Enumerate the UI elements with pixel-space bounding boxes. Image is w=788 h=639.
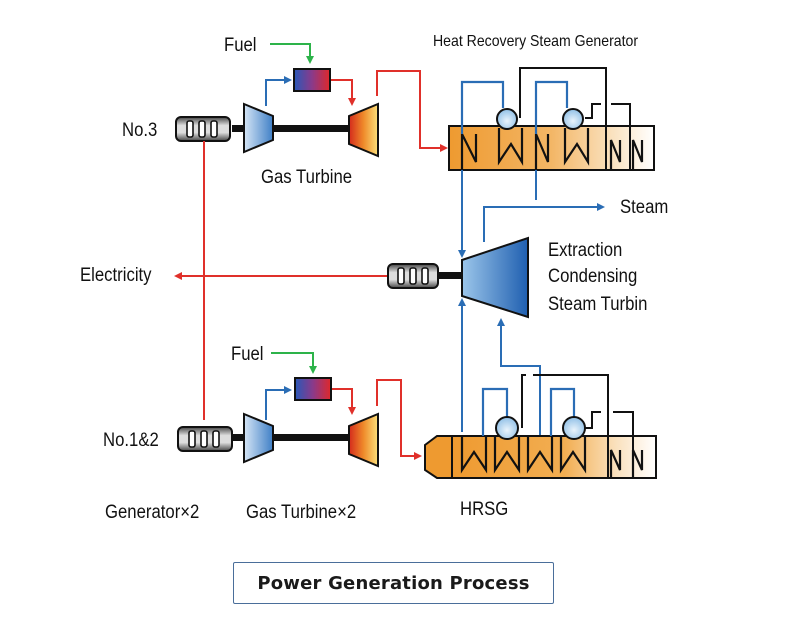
steam-turbine-label-line2: Condensing bbox=[548, 266, 638, 287]
shaft-bottom bbox=[232, 434, 352, 441]
steam-line-lp-up bbox=[497, 318, 541, 440]
steam-drum-top-2 bbox=[562, 108, 584, 130]
hrsg-title-label: Heat Recovery Steam Generator bbox=[433, 33, 639, 50]
turbine-top bbox=[348, 102, 379, 158]
electricity-label: Electricity bbox=[80, 265, 152, 286]
hot-gas-line-bottom bbox=[331, 388, 356, 415]
combustor-top bbox=[293, 68, 331, 92]
compressor-bottom bbox=[243, 412, 274, 464]
generator-no3 bbox=[175, 116, 231, 142]
hrsg-top-body bbox=[448, 125, 655, 171]
steam-drum-bottom-2 bbox=[562, 416, 586, 440]
steam-label: Steam bbox=[620, 197, 669, 218]
steam-drum-bottom-1 bbox=[495, 416, 519, 440]
no12-label: No.1&2 bbox=[103, 430, 159, 451]
gas-turbine-x2-label: Gas Turbine×2 bbox=[246, 502, 357, 523]
fuel-line-top bbox=[270, 43, 314, 64]
steam-turbine-label-line3: Steam Turbin bbox=[548, 294, 648, 315]
steam-turbine bbox=[461, 236, 529, 319]
steam-export-line bbox=[483, 203, 605, 242]
caption-title: Power Generation Process bbox=[257, 572, 530, 594]
hrsg-bottom-body bbox=[451, 435, 657, 479]
fuel-line-bottom bbox=[271, 352, 317, 374]
steam-turbine-unit bbox=[387, 236, 529, 319]
steam-drum-top-1 bbox=[496, 108, 518, 130]
exhaust-line-bottom bbox=[376, 379, 422, 460]
hot-gas-line-top bbox=[330, 79, 356, 106]
hrsg-bottom bbox=[424, 374, 657, 479]
exhaust-line-top bbox=[376, 70, 448, 152]
gas-turbine-no12-unit bbox=[177, 352, 422, 468]
generator-steam-turbine bbox=[387, 263, 439, 289]
air-line-bottom bbox=[265, 386, 292, 420]
no3-label: No.3 bbox=[122, 120, 158, 141]
combustor-bottom bbox=[294, 377, 332, 401]
fuel-label-top: Fuel bbox=[224, 35, 257, 56]
caption-box: Power Generation Process bbox=[233, 562, 554, 604]
gas-turbine-no3-unit bbox=[175, 43, 448, 158]
steam-turbine-label-line1: Extraction bbox=[548, 240, 623, 261]
compressor-top bbox=[243, 102, 274, 154]
gas-turbine-label: Gas Turbine bbox=[261, 167, 353, 188]
generator-x2-label: Generator×2 bbox=[105, 502, 200, 523]
air-line-top bbox=[265, 76, 292, 106]
shaft-top bbox=[232, 125, 352, 132]
shaft-steam-turbine bbox=[437, 272, 463, 279]
turbine-bottom bbox=[348, 412, 379, 468]
generator-no12 bbox=[177, 426, 233, 452]
hrsg-top bbox=[448, 67, 655, 171]
hrsg-bottom-inlet-duct bbox=[424, 435, 453, 479]
hrsg-label: HRSG bbox=[460, 499, 509, 520]
fuel-label-bottom: Fuel bbox=[231, 344, 264, 365]
